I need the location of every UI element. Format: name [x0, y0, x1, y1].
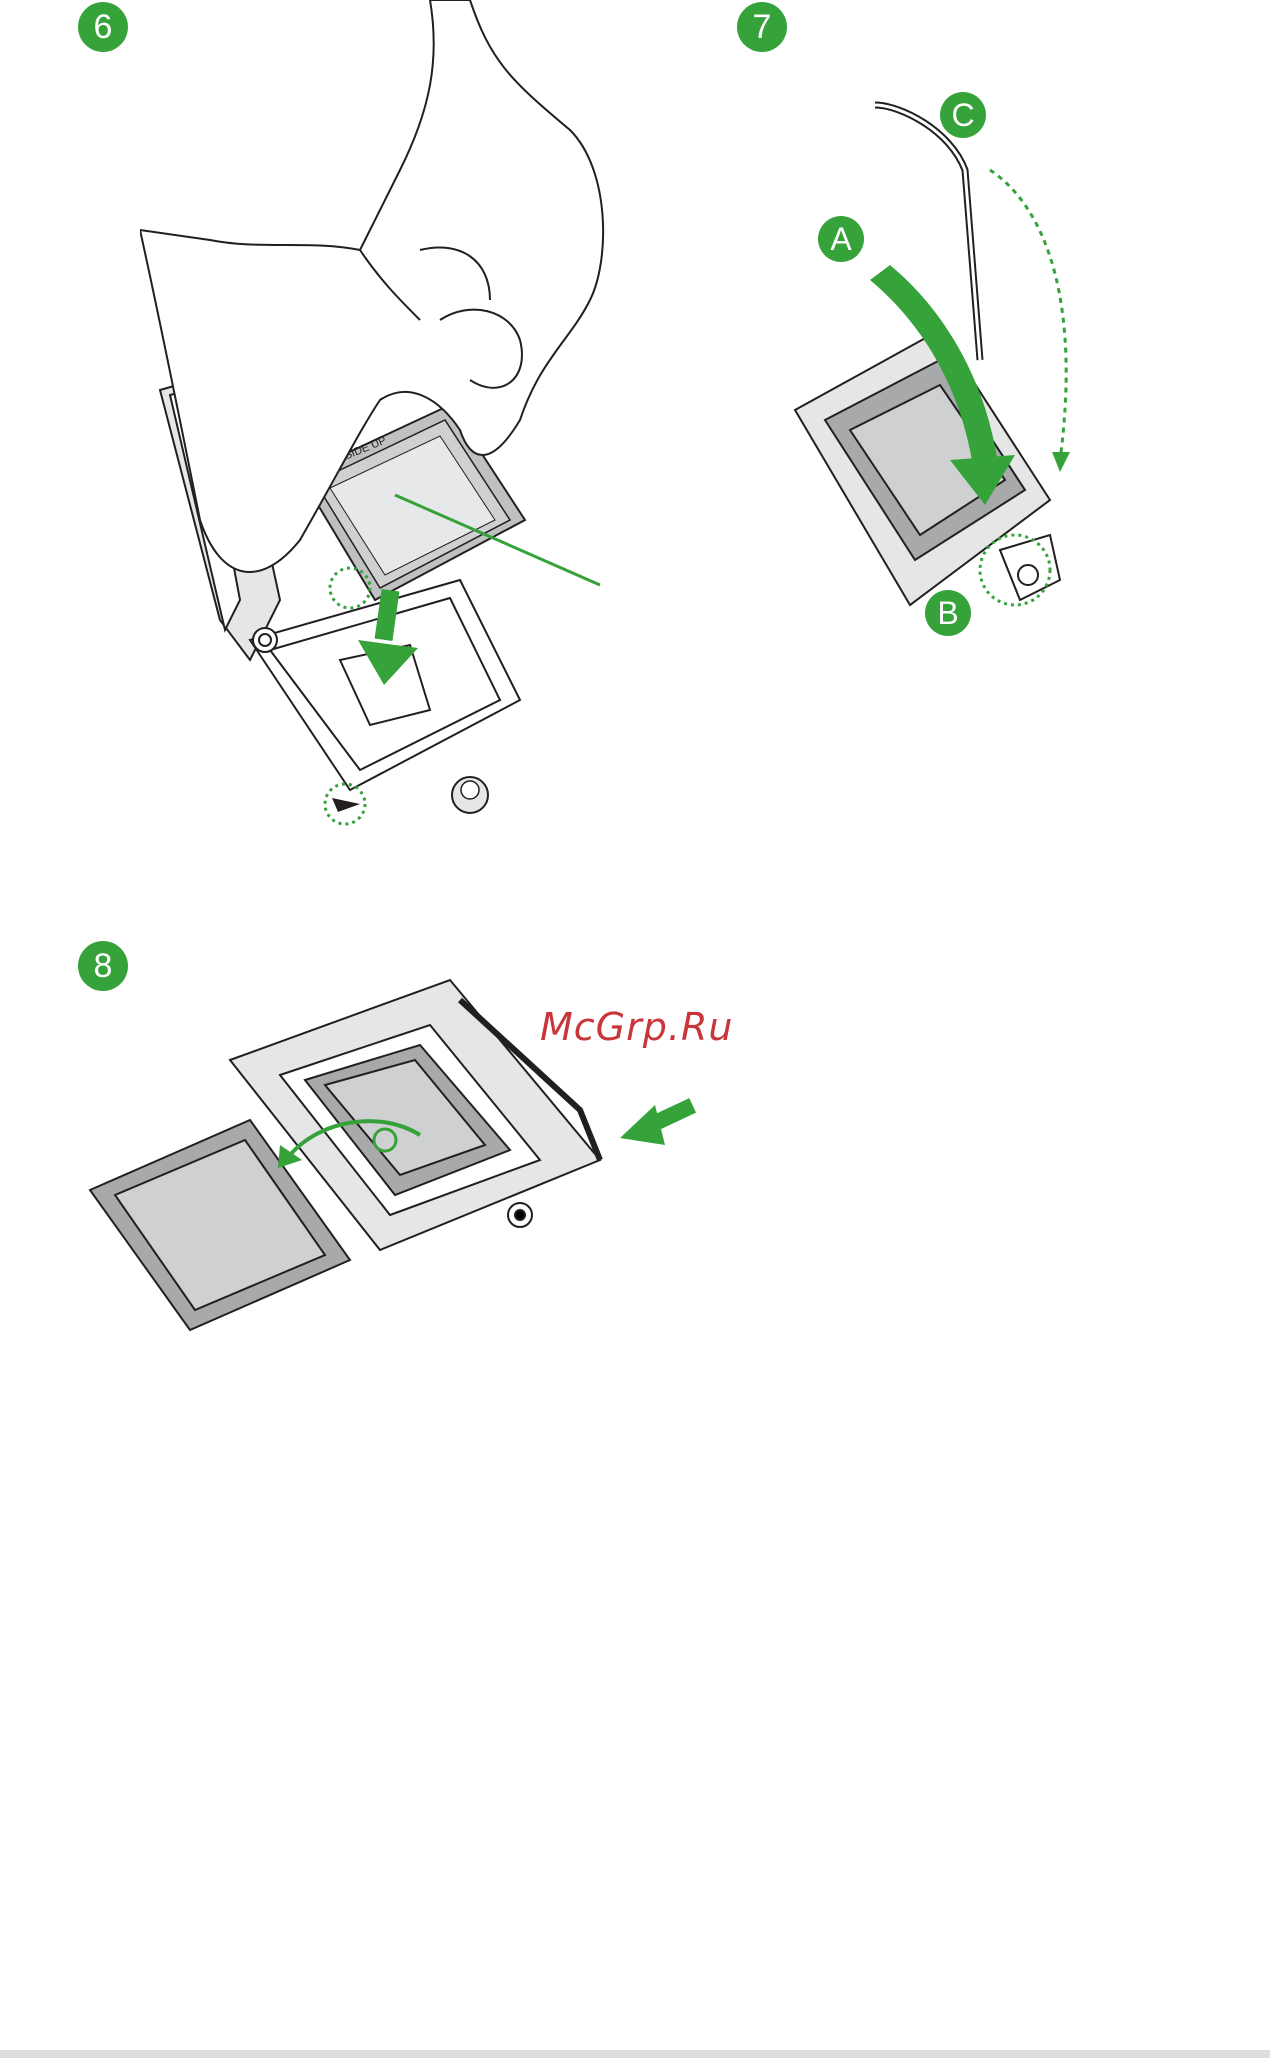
watermark-text: McGrp.Ru	[540, 1005, 733, 1049]
page-footer-bar	[0, 2050, 1270, 2058]
figure-step-6-cpu-placement: THIS SIDE UP	[140, 0, 660, 840]
callout-a: A	[818, 216, 864, 262]
swing-arrowhead-icon	[1052, 452, 1070, 472]
push-lever-arrow-icon	[620, 1098, 696, 1145]
screw-icon	[452, 777, 488, 813]
callout-c: C	[940, 92, 986, 138]
triangle-marker-icon	[332, 798, 360, 812]
socket-load-plate	[795, 330, 1060, 605]
figure-step-7-close-lever	[790, 80, 1120, 640]
step-7-badge: 7	[737, 2, 787, 52]
lever-swing-path	[990, 170, 1066, 460]
callout-b: B	[925, 590, 971, 636]
step-6-badge: 6	[78, 2, 128, 52]
